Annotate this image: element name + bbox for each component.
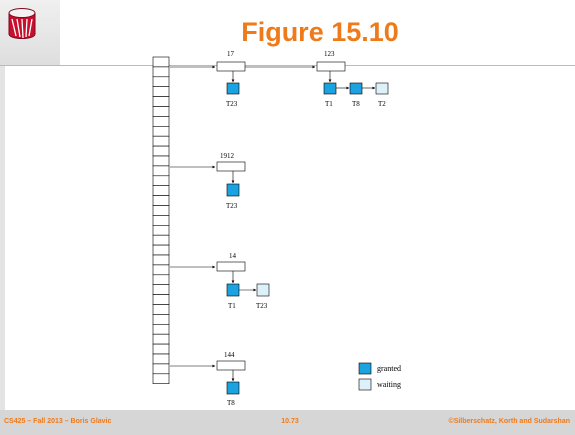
header-divider xyxy=(0,65,575,66)
item-id: 123 xyxy=(324,50,335,58)
footer-course: CS425 – Fall 2013 – Boris Glavic xyxy=(4,418,112,425)
lock-item-144: 144 T8 xyxy=(216,351,246,407)
legend-granted-swatch xyxy=(358,362,372,375)
hash-bucket xyxy=(152,215,170,226)
hash-bucket xyxy=(152,254,170,266)
legend-waiting-swatch xyxy=(358,378,372,391)
hash-bucket xyxy=(152,96,170,107)
lock-item-17: 17 T23 xyxy=(216,50,246,108)
hash-bucket xyxy=(152,264,170,276)
request-waiting xyxy=(256,283,270,297)
slide-title: Figure 15.10 xyxy=(241,17,399,47)
lock-item-123: 123 T1 T8 T2 xyxy=(316,50,389,108)
request-waiting xyxy=(375,82,389,95)
request-txn: T2 xyxy=(378,100,386,108)
hash-bucket xyxy=(152,76,170,88)
request-granted xyxy=(226,283,240,297)
hash-bucket xyxy=(152,145,170,157)
item-id: 14 xyxy=(229,252,237,260)
request-granted xyxy=(226,381,240,395)
hash-table xyxy=(152,56,170,384)
hash-bucket xyxy=(152,106,170,117)
item-id: 17 xyxy=(227,50,235,58)
item-id: 1912 xyxy=(220,152,235,160)
hash-bucket xyxy=(152,314,170,325)
database-icon xyxy=(8,8,36,39)
hash-bucket xyxy=(152,304,170,315)
hash-bucket xyxy=(152,274,170,285)
request-txn: T8 xyxy=(227,399,235,407)
hash-bucket xyxy=(152,116,170,127)
hash-bucket xyxy=(152,66,170,78)
hash-bucket xyxy=(152,343,170,355)
legend: granted waiting xyxy=(358,362,401,391)
hash-bucket xyxy=(152,195,170,206)
hash-bucket xyxy=(152,56,170,68)
lock-item-14: 14 T1 T23 xyxy=(216,252,270,310)
request-txn: T23 xyxy=(226,202,238,210)
lock-item-1912: 1912 T23 xyxy=(216,152,246,210)
request-granted xyxy=(349,82,363,95)
item-id: 144 xyxy=(224,351,235,359)
footer-bar xyxy=(0,410,575,435)
hash-bucket xyxy=(152,155,170,167)
hash-bucket xyxy=(152,234,170,246)
request-txn: T1 xyxy=(228,302,236,310)
legend-granted-label: granted xyxy=(377,364,401,373)
request-granted xyxy=(226,183,240,197)
hash-bucket xyxy=(152,205,170,216)
left-margin-strip xyxy=(0,65,5,410)
hash-bucket xyxy=(152,294,170,305)
hash-bucket xyxy=(152,135,170,147)
footer-copyright: ©Silberschatz, Korth and Sudarshan xyxy=(448,418,570,425)
request-txn: T1 xyxy=(325,100,333,108)
hash-bucket xyxy=(152,284,170,295)
footer-page-number: 10.73 xyxy=(281,418,299,425)
hash-bucket xyxy=(152,353,170,365)
hash-bucket xyxy=(152,333,170,345)
hash-bucket xyxy=(152,185,170,196)
hash-bucket xyxy=(152,175,170,187)
hash-bucket xyxy=(152,244,170,256)
hash-bucket xyxy=(152,323,170,335)
request-txn: T23 xyxy=(226,100,238,108)
hash-bucket xyxy=(152,373,170,384)
hash-bucket xyxy=(152,363,170,375)
hash-bucket xyxy=(152,165,170,177)
request-granted xyxy=(323,82,337,95)
request-txn: T23 xyxy=(256,302,268,310)
hash-bucket xyxy=(152,86,170,97)
request-granted xyxy=(226,82,240,95)
legend-waiting-label: waiting xyxy=(377,380,401,389)
bucket-chain xyxy=(170,65,316,368)
hash-bucket xyxy=(152,126,170,137)
hash-bucket xyxy=(152,225,170,236)
request-txn: T8 xyxy=(352,100,360,108)
